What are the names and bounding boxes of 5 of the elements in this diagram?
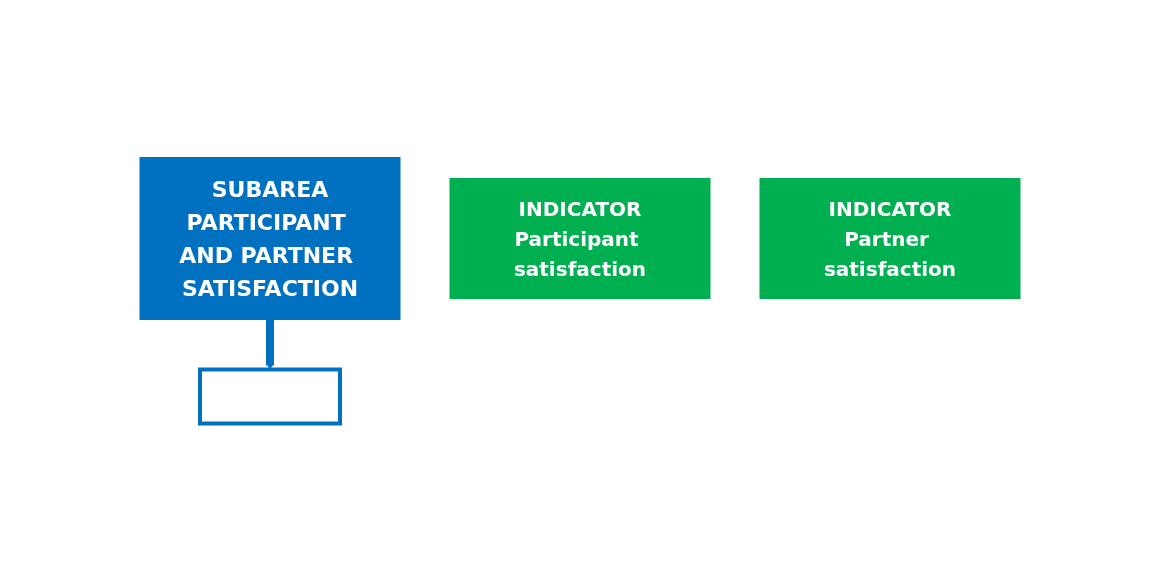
- node-box: SUBAREA PARTICIPANT AND PARTNER SATISFACTION: [139, 157, 400, 320]
- arrow: [265, 319, 274, 370]
- node-box: INDICATOR Partner satisfaction: [759, 178, 1020, 299]
- node-box: INDICATOR Participant satisfaction: [449, 178, 710, 299]
- node-box: [197, 367, 342, 426]
